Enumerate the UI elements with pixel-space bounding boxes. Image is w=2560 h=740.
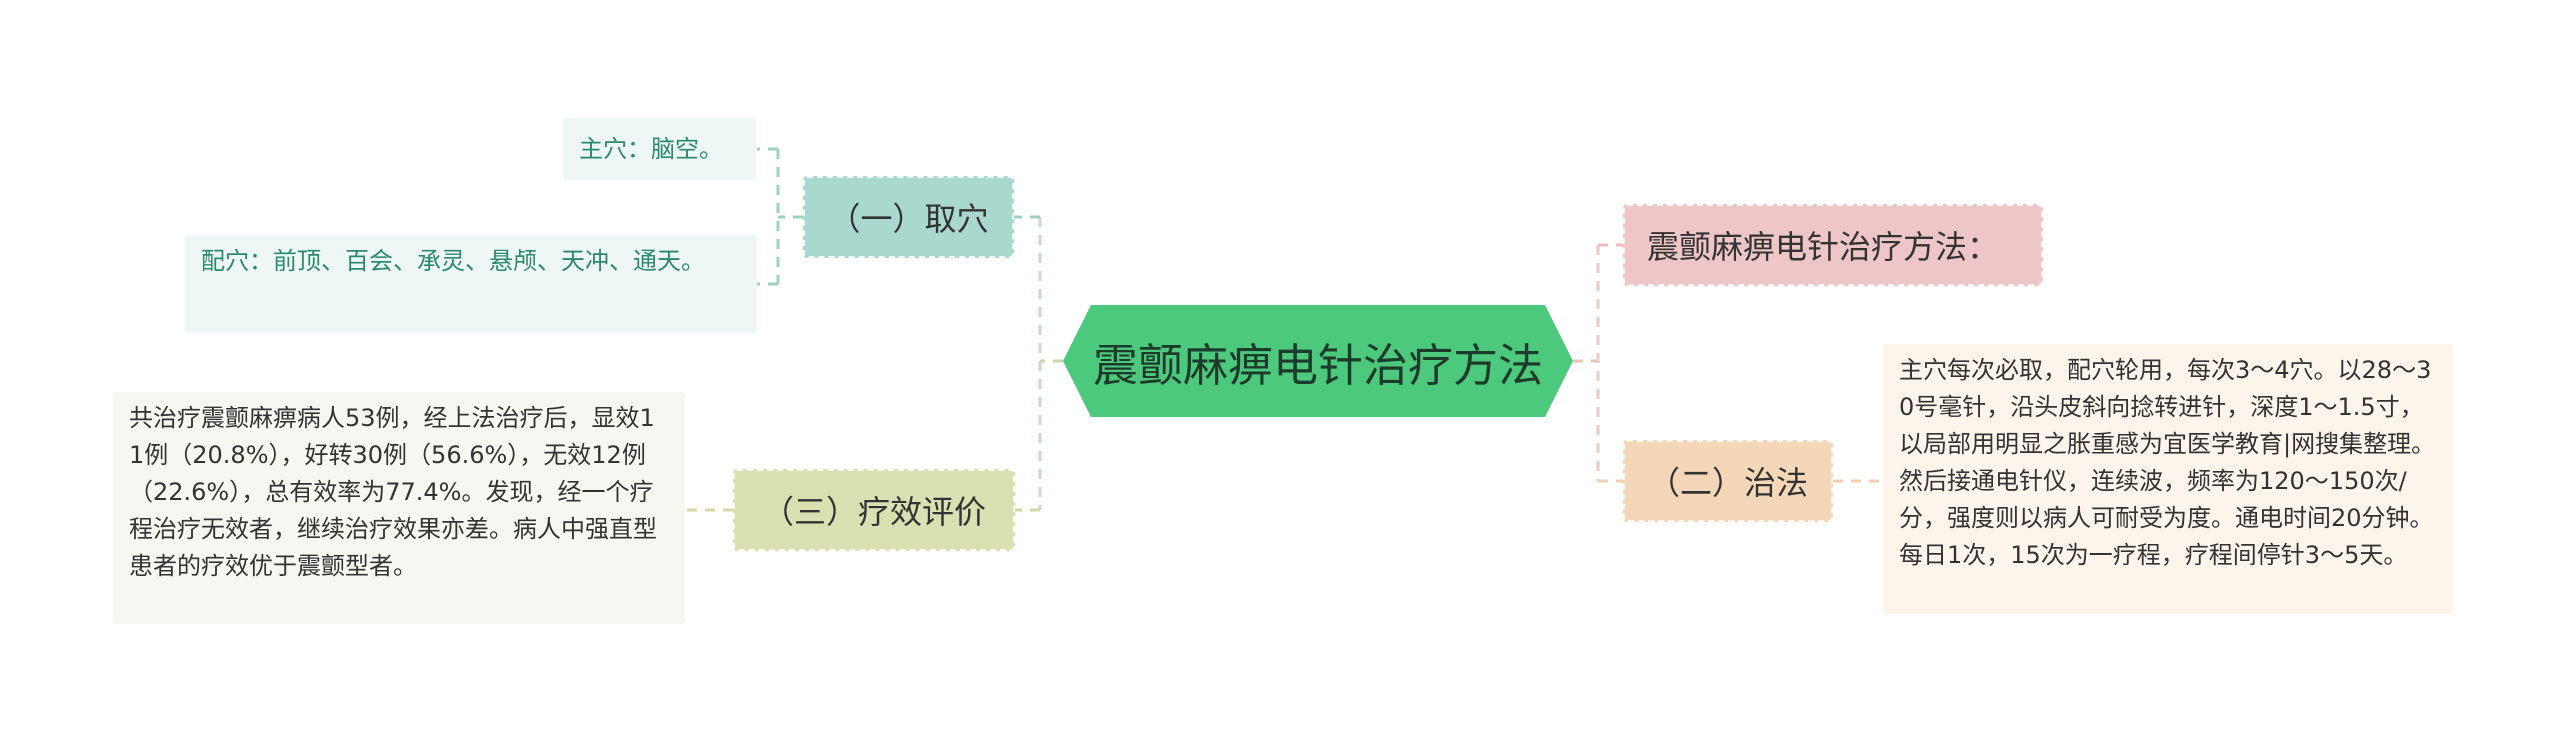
connector-quxue-trunk (776, 149, 803, 284)
branch-pingjia[interactable]: （三）疗效评价 (733, 469, 1015, 551)
leaf-peixue[interactable]: 配穴：前顶、百会、承灵、悬颅、天冲、通天。 (185, 235, 757, 333)
leaf-zhuxue-text: 主穴：脑空。 (579, 134, 723, 163)
leaf-pingjia-text: 共治疗震颤麻痹病人53例，经上法治疗后，显效11例（20.8%），好转30例（5… (129, 404, 657, 580)
branch-zhifa[interactable]: （二）治法 (1623, 440, 1833, 522)
branch-pingjia-label: （三）疗效评价 (761, 493, 986, 531)
branch-zhifa-label: （二）治法 (1647, 464, 1808, 502)
leaf-zhifa[interactable]: 主穴每次必取，配穴轮用，每次3～4穴。以28～30号毫针，沿头皮斜向捻转进针，深… (1883, 344, 2453, 614)
branch-quxue-label: （一）取穴 (828, 200, 989, 238)
leaf-zhuxue[interactable]: 主穴：脑空。 (563, 118, 756, 180)
branch-fangfa-label: 震颤麻痹电针治疗方法： (1647, 228, 2000, 266)
leaf-pingjia[interactable]: 共治疗震颤麻痹病人53例，经上法治疗后，显效11例（20.8%），好转30例（5… (113, 392, 685, 624)
root-topic[interactable]: 震颤麻痹电针治疗方法 (1063, 305, 1573, 417)
branch-fangfa[interactable]: 震颤麻痹电针治疗方法： (1623, 204, 2043, 286)
leaf-peixue-text: 配穴：前顶、百会、承灵、悬颅、天冲、通天。 (201, 247, 705, 275)
root-topic-label: 震颤麻痹电针治疗方法 (1092, 338, 1543, 392)
branch-quxue[interactable]: （一）取穴 (803, 176, 1014, 258)
leaf-zhifa-text: 主穴每次必取，配穴轮用，每次3～4穴。以28～30号毫针，沿头皮斜向捻转进针，深… (1899, 356, 2436, 569)
